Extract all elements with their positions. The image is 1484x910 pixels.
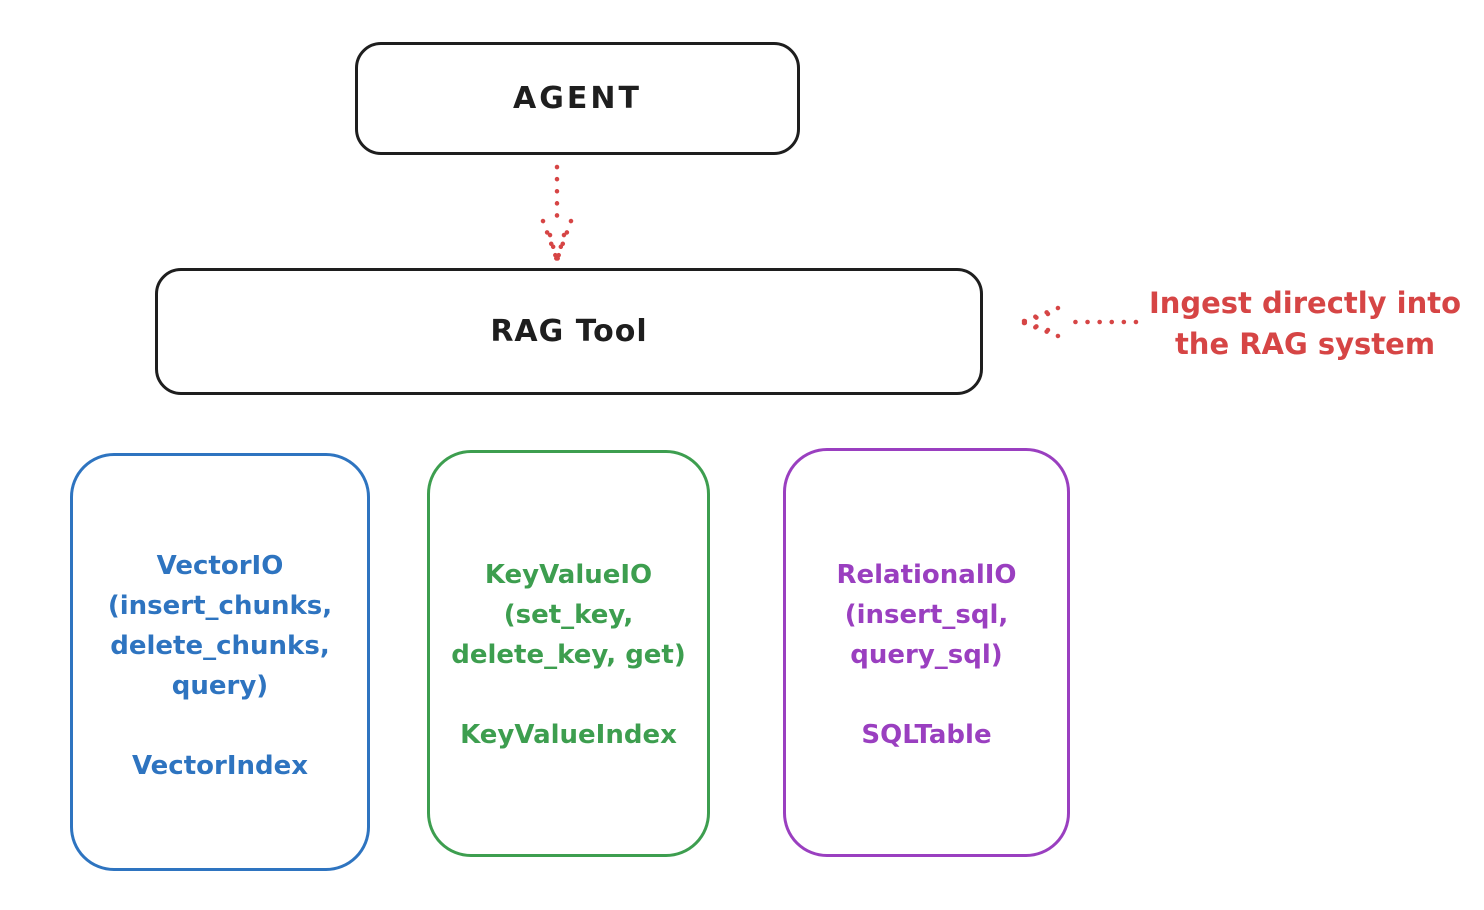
arrow-ingest-to-rag-icon: [1014, 302, 1140, 342]
rag-tool-label: RAG Tool: [490, 314, 648, 349]
node-line: (insert_chunks,: [107, 591, 333, 621]
node-line: RelationalIO: [836, 560, 1017, 590]
ingest-annotation-line1: Ingest directly into: [1148, 286, 1462, 320]
agent-label: AGENT: [513, 81, 642, 116]
node-line: query): [171, 671, 269, 701]
node-line: KeyValueIO: [484, 560, 653, 590]
node-line: (set_key,: [503, 600, 634, 630]
node-line: delete_chunks,: [110, 631, 330, 661]
ingest-annotation-line2: the RAG system: [1174, 327, 1436, 361]
arrow-agent-to-rag-icon: [537, 163, 577, 265]
node-footer: KeyValueIndex: [460, 720, 677, 750]
ingest-annotation: Ingest directly into the RAG system: [1138, 283, 1472, 365]
keyvalue-io-box: KeyValueIO (set_key, delete_key, get) Ke…: [427, 450, 710, 857]
node-line: (insert_sql,: [844, 600, 1009, 630]
node-footer: SQLTable: [861, 720, 992, 750]
node-line: query_sql): [850, 640, 1003, 670]
agent-box: AGENT: [355, 42, 800, 155]
relational-io-box: RelationalIO (insert_sql, query_sql) SQL…: [783, 448, 1070, 857]
vector-io-box: VectorIO (insert_chunks, delete_chunks, …: [70, 453, 370, 871]
node-footer: VectorIndex: [131, 751, 309, 781]
rag-tool-box: RAG Tool: [155, 268, 983, 395]
node-line: delete_key, get): [451, 640, 686, 670]
node-line: VectorIO: [156, 551, 284, 581]
